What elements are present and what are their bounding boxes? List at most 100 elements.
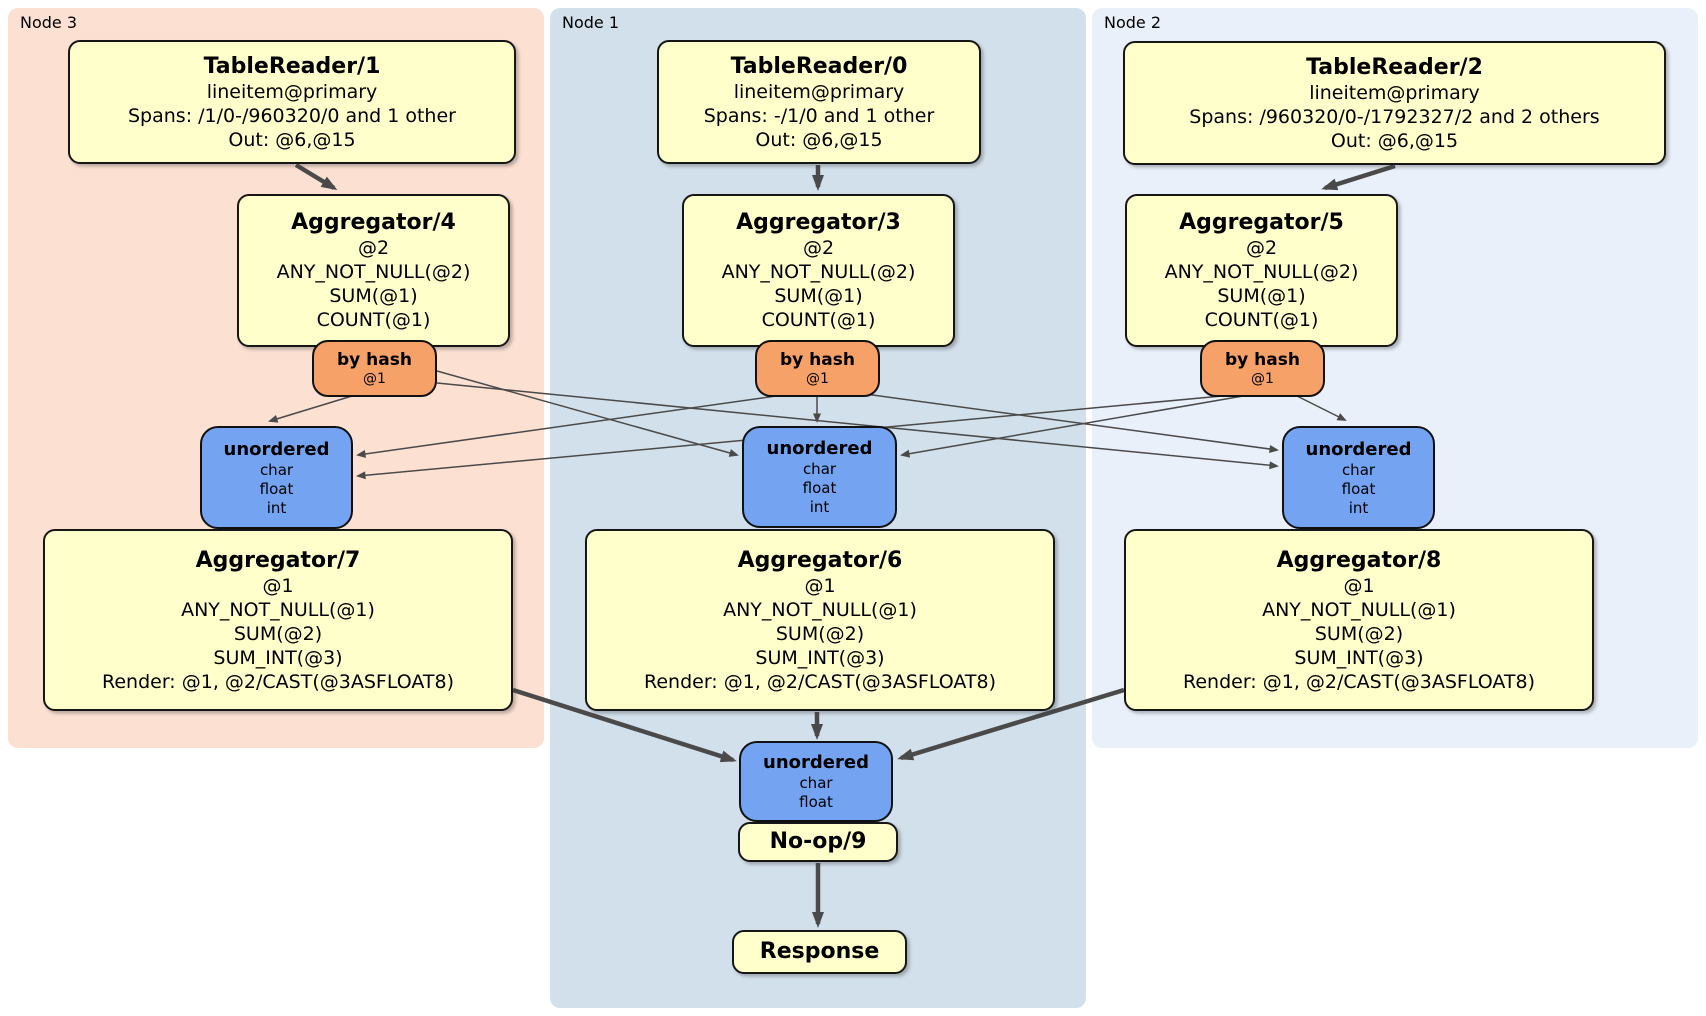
box-aggregator-3: Aggregator/3 @2 ANY_NOT_NULL(@2) SUM(@1)… <box>682 194 955 347</box>
box-line: @1 <box>1343 574 1375 597</box>
sync-title: unordered <box>763 752 869 773</box>
box-line: Render: @1, @2/CAST(@3ASFLOAT8) <box>644 670 996 693</box>
box-aggregator-5: Aggregator/5 @2 ANY_NOT_NULL(@2) SUM(@1)… <box>1125 194 1398 347</box>
box-line: ANY_NOT_NULL(@2) <box>1164 261 1359 283</box>
box-line: @1 <box>262 574 294 597</box>
box-title: Response <box>759 939 880 964</box>
box-line: Spans: /960320/0-/1792327/2 and 2 others <box>1189 105 1600 128</box>
box-tablereader-0: TableReader/0 lineitem@primary Spans: -/… <box>657 40 981 164</box>
box-line: SUM_INT(@3) <box>1294 646 1424 669</box>
box-line: ANY_NOT_NULL(@2) <box>276 261 471 283</box>
box-title: Aggregator/8 <box>1276 547 1442 573</box>
box-aggregator-8: Aggregator/8 @1 ANY_NOT_NULL(@1) SUM(@2)… <box>1124 529 1594 711</box>
box-title: Aggregator/6 <box>737 547 903 573</box>
sync-line: int <box>266 498 287 517</box>
edge-aggregator7-unordered9 <box>512 687 737 763</box>
router-line: @1 <box>806 370 829 387</box>
box-line: Render: @1, @2/CAST(@3ASFLOAT8) <box>1183 670 1535 693</box>
box-line: ANY_NOT_NULL(@1) <box>723 598 917 621</box>
box-title: TableReader/0 <box>730 53 908 79</box>
box-line: COUNT(@1) <box>1204 309 1319 331</box>
box-line: @1 <box>804 574 836 597</box>
box-title: Aggregator/5 <box>1179 210 1344 235</box>
edge-hash4-unordered8 <box>436 382 1279 470</box>
group-node-1-label: Node 1 <box>562 13 620 32</box>
edge-hash4-unordered7 <box>268 395 353 423</box>
group-node-2-label: Node 2 <box>1104 13 1162 32</box>
sync-title: unordered <box>766 438 873 459</box>
sync-line: char <box>259 460 294 479</box>
box-line: lineitem@primary <box>733 80 905 103</box>
sync-line: char <box>1341 460 1376 479</box>
edge-tablereader1-aggregator4 <box>294 163 338 191</box>
box-tablereader-2: TableReader/2 lineitem@primary Spans: /9… <box>1123 41 1666 165</box>
edge-hash5-unordered8 <box>1296 395 1347 421</box>
box-line: Spans: /1/0-/960320/0 and 1 other <box>128 104 456 127</box>
edge-hash4-unordered6 <box>436 370 739 457</box>
box-line: COUNT(@1) <box>316 309 431 331</box>
group-node-3-label: Node 3 <box>20 13 78 32</box>
router-title: by hash <box>780 349 855 370</box>
box-line: Render: @1, @2/CAST(@3ASFLOAT8) <box>102 670 454 693</box>
edge-aggregator8-unordered9 <box>897 687 1125 761</box>
box-line: COUNT(@1) <box>761 309 876 331</box>
sync-line: int <box>1348 498 1369 517</box>
box-line: ANY_NOT_NULL(@1) <box>1262 598 1456 621</box>
box-tablereader-1: TableReader/1 lineitem@primary Spans: /1… <box>68 40 516 164</box>
sync-line: char <box>802 460 837 478</box>
edge-hash3-unordered7 <box>356 395 777 458</box>
box-line: @2 <box>802 237 835 259</box>
box-line: SUM(@2) <box>775 622 865 645</box>
sync-unordered-9: unordered char float <box>739 741 893 822</box>
box-line: Out: @6,@15 <box>228 128 356 151</box>
sync-line: int <box>809 498 830 516</box>
box-title: Aggregator/4 <box>291 210 456 235</box>
router-line: @1 <box>363 370 386 387</box>
box-line: SUM_INT(@3) <box>755 646 885 669</box>
box-line: SUM(@1) <box>774 285 863 307</box>
sync-line: float <box>799 793 833 811</box>
router-line: @1 <box>1251 370 1274 387</box>
box-noop-9: No-op/9 <box>738 822 898 862</box>
box-aggregator-7: Aggregator/7 @1 ANY_NOT_NULL(@1) SUM(@2)… <box>43 529 513 711</box>
box-line: Out: @6,@15 <box>755 128 883 151</box>
sync-title: unordered <box>223 438 330 460</box>
box-line: Out: @6,@15 <box>1330 129 1459 152</box>
sync-line: char <box>799 774 833 792</box>
box-line: lineitem@primary <box>1309 81 1480 104</box>
edge-tablereader2-aggregator5 <box>1321 163 1396 191</box>
router-by-hash-5: by hash @1 <box>1200 340 1325 397</box>
box-line: lineitem@primary <box>206 80 378 103</box>
box-title: No-op/9 <box>769 829 867 854</box>
box-title: Aggregator/3 <box>736 210 901 235</box>
box-title: TableReader/2 <box>1306 54 1483 80</box>
box-line: ANY_NOT_NULL(@1) <box>181 598 375 621</box>
box-line: SUM(@2) <box>1314 622 1404 645</box>
router-by-hash-3: by hash @1 <box>755 340 880 397</box>
sync-title: unordered <box>1305 438 1412 460</box>
sync-line: float <box>1341 479 1376 498</box>
sync-unordered-7: unordered char float int <box>200 426 353 529</box>
sync-unordered-6: unordered char float int <box>742 426 897 528</box>
edge-hash5-unordered6 <box>900 395 1244 458</box>
box-aggregator-6: Aggregator/6 @1 ANY_NOT_NULL(@1) SUM(@2)… <box>585 529 1055 711</box>
sync-unordered-8: unordered char float int <box>1282 426 1435 529</box>
sync-line: float <box>802 479 837 497</box>
box-title: Aggregator/7 <box>195 547 361 573</box>
router-title: by hash <box>1225 349 1300 370</box>
box-line: Spans: -/1/0 and 1 other <box>703 104 935 127</box>
router-title: by hash <box>337 349 412 370</box>
box-line: ANY_NOT_NULL(@2) <box>721 261 916 283</box>
box-line: SUM_INT(@3) <box>213 646 343 669</box>
router-by-hash-4: by hash @1 <box>312 340 437 397</box>
box-line: @2 <box>1245 237 1278 259</box>
edge-hash3-unordered8 <box>857 392 1279 453</box>
box-line: SUM(@2) <box>233 622 323 645</box>
sync-line: float <box>259 479 294 498</box>
box-line: @2 <box>357 237 390 259</box>
box-line: SUM(@1) <box>329 285 418 307</box>
box-aggregator-4: Aggregator/4 @2 ANY_NOT_NULL(@2) SUM(@1)… <box>237 194 510 347</box>
box-response: Response <box>732 930 907 974</box>
